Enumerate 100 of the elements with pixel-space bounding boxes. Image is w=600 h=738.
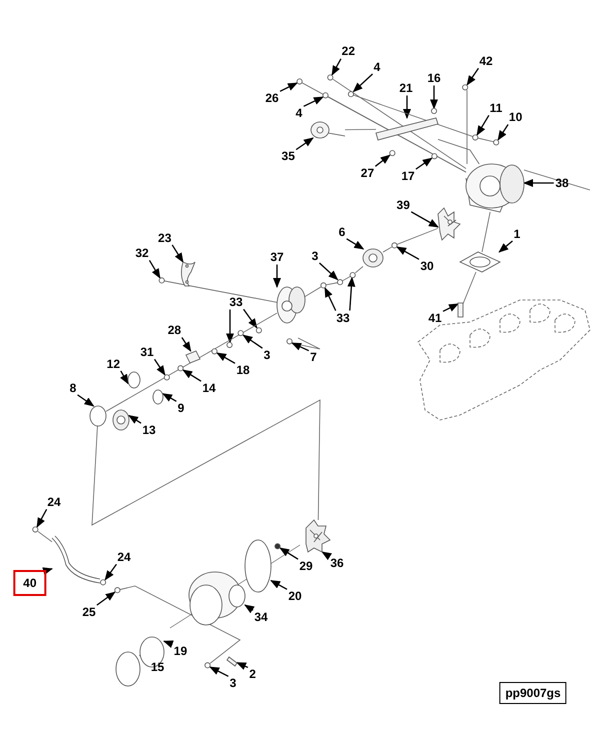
clamp-drawing (181, 262, 196, 286)
leader-arrow (77, 394, 94, 407)
callout-number: 13 (142, 424, 156, 436)
compressor-wheel-drawing (306, 519, 331, 553)
callout-number: 24 (47, 496, 61, 508)
callout-number: 9 (178, 402, 184, 414)
small-part (431, 153, 438, 160)
actuator-drawing (310, 122, 346, 138)
leader-arrow (416, 158, 433, 170)
leader-arrow (303, 96, 324, 107)
callout-number: 15 (150, 660, 164, 673)
callout-number: 1 (514, 228, 520, 240)
callout-number: 40 (13, 570, 47, 596)
leader-arrow (244, 604, 255, 614)
callout-number: 26 (265, 92, 279, 104)
callout-number: 20 (288, 590, 302, 602)
guide-line (326, 282, 338, 286)
callout-number: 6 (338, 226, 346, 238)
callout-number: 33 (229, 296, 243, 308)
guide-line (396, 228, 438, 245)
callout-number: 32 (135, 247, 149, 259)
callout-number: 7 (310, 351, 317, 364)
drawing-number: pp9007gs (499, 682, 567, 704)
guide-line (438, 138, 480, 164)
callout-number: 34 (254, 611, 268, 623)
leader-arrow (332, 58, 342, 76)
small-part (462, 84, 468, 90)
small-part (327, 74, 334, 80)
leader-arrow (163, 640, 174, 648)
small-block (458, 302, 464, 318)
small-part (226, 342, 233, 348)
callout-number: 24 (117, 551, 131, 563)
callout-number: 14 (202, 382, 216, 394)
leader-arrow (120, 370, 129, 384)
small-part (389, 150, 396, 156)
guide-line (106, 312, 278, 412)
guide-line (466, 90, 468, 164)
leader-arrow (181, 337, 192, 352)
leader-arrow (36, 509, 48, 528)
small-part (320, 282, 326, 288)
guide-line (304, 286, 322, 297)
leader-arrow (352, 74, 373, 92)
small-part (164, 374, 170, 380)
leader-arrow (104, 564, 117, 581)
callout-number: 27 (360, 167, 374, 180)
turbine-wheel-drawing (438, 207, 461, 241)
guide-line (382, 246, 392, 253)
small-part (337, 279, 344, 286)
ring-part (128, 372, 140, 388)
leader-arrow (148, 260, 160, 279)
ring-part (362, 248, 384, 268)
callout-number: 2 (249, 668, 256, 680)
leader-arrow (296, 137, 314, 150)
small-part (431, 108, 437, 114)
leader-arrow (396, 246, 420, 260)
leader-arrow (476, 114, 490, 136)
small-part (158, 277, 165, 284)
guide-line (482, 212, 491, 252)
leader-arrow (324, 287, 336, 311)
guide-line (354, 266, 364, 274)
callout-number: 28 (168, 324, 182, 336)
callout-number: 23 (158, 232, 172, 244)
callout-number: 33 (336, 312, 350, 324)
ring-part (116, 652, 140, 686)
guide-line (344, 128, 376, 130)
bearing-housing-drawing (276, 286, 306, 324)
leader-arrow (216, 352, 236, 364)
small-block (226, 656, 238, 667)
guide-line (120, 586, 241, 664)
small-part (322, 92, 328, 98)
leader-arrow (243, 308, 258, 329)
guide-line (164, 280, 278, 303)
callout-number: 37 (270, 251, 284, 263)
callout-number: 29 (299, 560, 313, 572)
leader-arrow (273, 264, 281, 288)
leader-arrow (162, 393, 177, 402)
leader-arrow (280, 82, 298, 92)
small-part (274, 543, 281, 550)
guide-line (92, 399, 320, 526)
turbine-housing-drawing (466, 164, 524, 212)
guide-line (353, 94, 474, 137)
ring-part (112, 410, 130, 430)
callout-number: 3 (230, 677, 236, 689)
guide-line (38, 531, 52, 542)
callout-number: 19 (174, 644, 188, 657)
small-part (472, 134, 478, 140)
small-part (348, 91, 354, 98)
leader-arrow (374, 154, 391, 167)
callout-number: 39 (396, 199, 410, 212)
callout-number: 4 (296, 107, 302, 119)
small-part (211, 348, 218, 354)
leader-arrow (430, 86, 438, 110)
leader-arrow (242, 334, 263, 349)
small-part (100, 579, 106, 586)
small-part (286, 338, 292, 344)
leader-arrow (442, 303, 459, 312)
leader-arrow (42, 567, 53, 576)
callout-number: 17 (401, 170, 415, 182)
small-part (32, 526, 38, 532)
gasket-drawing (459, 252, 501, 272)
